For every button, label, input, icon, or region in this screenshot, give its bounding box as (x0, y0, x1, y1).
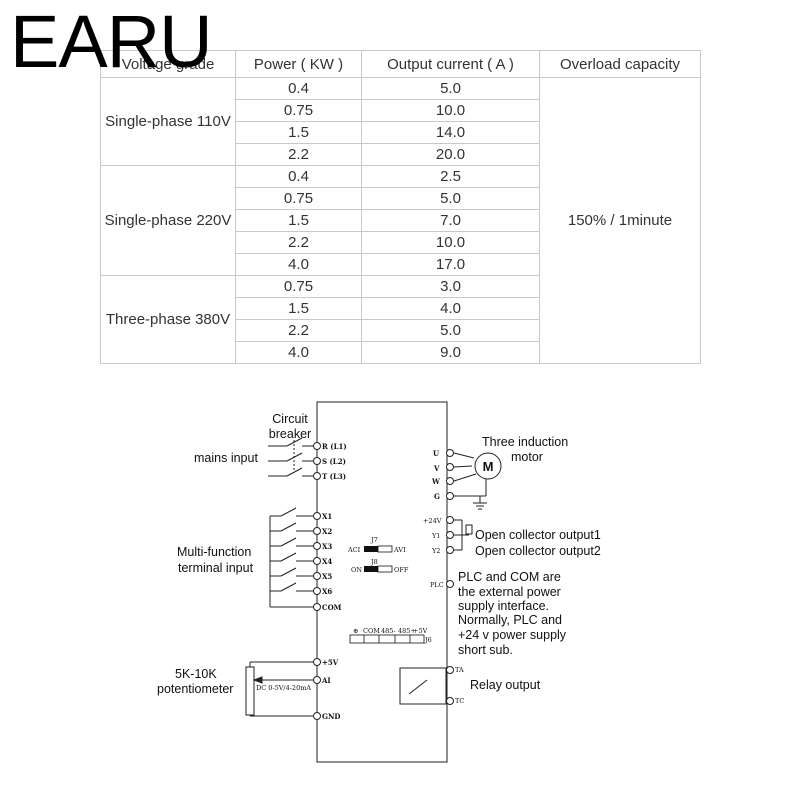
jumper-j7-left: ACI (347, 546, 361, 554)
terminal-u: U (433, 449, 439, 458)
mains-breaker-switches (268, 437, 321, 480)
relay-output-label: Relay output (470, 678, 541, 692)
table-row: Single-phase 110V 0.4 5.0 150% / 1minute (100, 77, 701, 364)
j6-dividers (363, 635, 411, 643)
jumper-j7-empty (377, 545, 393, 553)
multi-function-label-2: terminal input (178, 561, 254, 575)
jumper-j7-filled (364, 546, 378, 552)
terminal-x6: X6 (322, 587, 332, 596)
motor-icon: M (483, 459, 494, 474)
circuit-breaker-label-2: breaker (269, 427, 311, 441)
terminal-w: W (431, 477, 440, 486)
jumper-j7-name: J7 (370, 536, 378, 544)
motor-label: Three induction (482, 435, 568, 449)
j6-connector (349, 634, 425, 644)
power-cell: 0.75 (235, 187, 362, 210)
terminal-24v: +24V (423, 517, 442, 525)
current-cell: 10.0 (361, 99, 540, 122)
plc-note-line-2: the external power (458, 585, 561, 599)
jumper-j7-right: AVI (393, 546, 406, 554)
power-cell: 4.0 (235, 341, 362, 364)
potentiometer-label: 5K-10K (175, 667, 217, 681)
table-row: 1.5 7.0 (101, 209, 701, 232)
j6-pin-5: +5V (413, 627, 428, 635)
terminal-plc: PLC (430, 581, 444, 589)
overload-cell: 150% / 1minute (539, 77, 701, 364)
table-row: 2.2 5.0 (101, 319, 701, 342)
circuit-breaker-label: Circuit (272, 412, 308, 426)
j6-pin-1: ⊕ (353, 627, 358, 635)
terminal-com: COM (322, 603, 342, 612)
table-row: Single-phase 220V 0.4 2.5 (100, 165, 701, 276)
current-cell: 20.0 (361, 143, 540, 166)
terminal-g: G (434, 492, 440, 501)
j6-pin-3: 485- (381, 627, 396, 635)
terminal-tc: TC (455, 697, 464, 705)
terminal-x2: X2 (322, 527, 332, 536)
j6-pin-2: COM (363, 627, 380, 635)
oc1-label: Open collector output1 (475, 528, 601, 542)
current-cell: 17.0 (361, 253, 540, 276)
dc-note: DC 0-5V/4-20mA (256, 684, 311, 692)
jumper-j8-name: J8 (370, 558, 378, 566)
terminal-s: S (L2) (322, 457, 346, 466)
jumper-j8-right: OFF (394, 566, 409, 574)
terminal-r: R (L1) (322, 442, 347, 451)
potentiometer-label-2: potentiometer (157, 682, 233, 696)
table-header-row: Voltage grade Power ( KW ) Output curren… (100, 50, 701, 78)
relay-wiring (399, 666, 454, 705)
table-row: 2.2 20.0 (101, 143, 701, 166)
motor-label-2: motor (511, 450, 543, 464)
table-row: Three-phase 380V 0.75 3.0 (100, 275, 701, 364)
terminal-x5: X5 (322, 572, 332, 581)
potentiometer-wiring (245, 658, 321, 720)
terminal-y1: Y1 (431, 532, 440, 540)
power-cell: 0.4 (235, 165, 362, 188)
terminal-ai: AI (321, 676, 331, 685)
current-cell: 5.0 (361, 77, 540, 100)
current-cell: 9.0 (361, 341, 540, 364)
jumper-j8-empty (377, 565, 393, 573)
terminal-ta: TA (455, 666, 464, 674)
inverter-body (316, 401, 448, 763)
terminal-5v: +5V (322, 658, 339, 667)
table-row: 4.0 9.0 (101, 341, 701, 364)
voltage-grade-cell: Single-phase 220V (100, 165, 236, 276)
terminal-t: T (L3) (322, 472, 346, 481)
j6-name: J6 (424, 636, 432, 644)
plc-note-line-1: PLC and COM are (458, 570, 561, 584)
mains-input-label: mains input (194, 451, 258, 465)
oc2-label: Open collector output2 (475, 544, 601, 558)
header-power: Power ( KW ) (235, 50, 362, 78)
terminal-x1: X1 (322, 512, 332, 521)
plc-note-line-3: supply interface. (458, 599, 549, 613)
output-wiring (446, 516, 473, 588)
header-voltage-grade: Voltage grade (100, 50, 236, 78)
terminal-x3: X3 (322, 542, 332, 551)
header-overload-capacity: Overload capacity (539, 50, 701, 78)
jumper-j8-filled (364, 566, 378, 572)
terminal-gnd: GND (322, 712, 340, 721)
motor-wiring (446, 449, 502, 510)
brand-logo: EARU (10, 0, 213, 83)
input-switches (269, 507, 321, 611)
plc-note-line-5: +24 v power supply (458, 628, 567, 642)
spec-table: Voltage grade Power ( KW ) Output curren… (100, 50, 701, 364)
plc-note-line-6: short sub. (458, 643, 513, 657)
terminal-y2: Y2 (431, 547, 440, 555)
multi-function-label: Multi-function (177, 545, 251, 559)
table-row: 0.75 10.0 (101, 99, 701, 122)
plc-note-line-4: Normally, PLC and (458, 613, 562, 627)
jumper-j8-left: ON (351, 566, 362, 574)
terminal-x4: X4 (322, 557, 332, 566)
j6-pin-4: 485+ (398, 627, 416, 635)
voltage-grade-cell: Three-phase 380V (100, 275, 236, 364)
table-row: 0.75 5.0 (101, 187, 701, 210)
terminal-v: V (433, 464, 440, 473)
table-row: 4.0 17.0 (101, 253, 701, 276)
